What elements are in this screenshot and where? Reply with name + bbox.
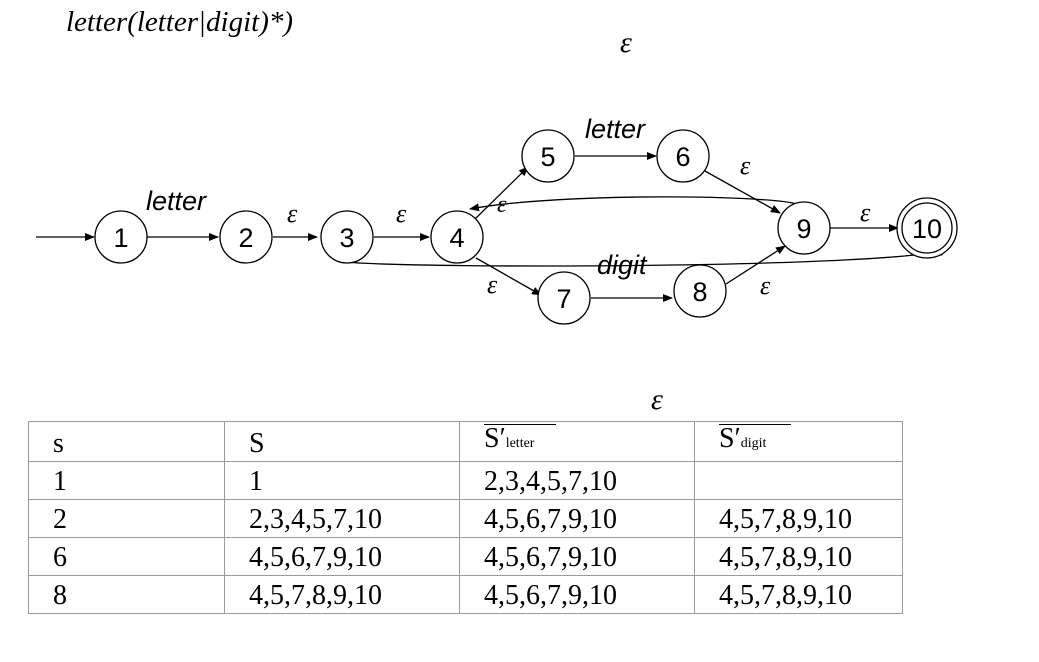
state-3 <box>320 210 374 264</box>
state-label-5: 5 <box>540 142 555 172</box>
cell-s-digit: 4,5,7,8,9,10 <box>694 499 903 538</box>
cell-s-digit: 4,5,7,8,9,10 <box>694 537 903 576</box>
table-row: 1 1 2,3,4,5,7,10 <box>28 461 903 500</box>
nfa-diagram: 1 2 3 4 5 6 7 8 9 10 letter ε ε ε letter… <box>36 114 958 325</box>
regex-text: letter(letter|digit)*) <box>66 6 294 38</box>
label-3-4: ε <box>396 199 407 228</box>
state-1 <box>94 210 148 264</box>
cell-S: 4,5,7,8,9,10 <box>224 575 460 614</box>
header-S: S <box>224 421 460 462</box>
cell-S: 2,3,4,5,7,10 <box>224 499 460 538</box>
state-8 <box>673 264 727 318</box>
state-6 <box>656 129 710 183</box>
label-7-8: digit <box>597 250 648 280</box>
state-label-4: 4 <box>449 223 464 253</box>
label-9-10: ε <box>860 198 871 227</box>
label-4-7: ε <box>487 270 498 299</box>
header-s-letter: S′letter <box>459 421 695 462</box>
label-5-6: letter <box>585 114 646 144</box>
table-row: 6 4,5,6,7,9,10 4,5,6,7,9,10 4,5,7,8,9,10 <box>28 537 903 576</box>
header-s: s <box>28 421 225 462</box>
epsilon-symbol-middle: ε <box>651 383 663 416</box>
cell-s-digit <box>694 461 903 500</box>
cell-S: 1 <box>224 461 460 500</box>
state-label-2: 2 <box>238 223 253 253</box>
edge-9-4 <box>469 196 801 212</box>
edge-8-9 <box>725 245 786 285</box>
state-label-1: 1 <box>113 223 128 253</box>
header-s-digit: S′digit <box>694 421 903 462</box>
state-2 <box>219 210 273 264</box>
cell-s-digit: 4,5,7,8,9,10 <box>694 575 903 614</box>
edge-4-7 <box>475 257 542 296</box>
state-label-6: 6 <box>675 142 690 172</box>
edge-6-9 <box>704 170 781 214</box>
cell-s-letter: 4,5,6,7,9,10 <box>459 499 695 538</box>
cell-s-letter: 4,5,6,7,9,10 <box>459 575 695 614</box>
table-header-row: s S S′letter S′digit <box>28 421 903 462</box>
label-6-9: ε <box>740 151 751 180</box>
state-label-9: 9 <box>796 214 811 244</box>
edge-3-10 <box>345 248 949 267</box>
label-1-2: letter <box>146 186 207 216</box>
label-2-3: ε <box>287 199 298 228</box>
cell-s: 8 <box>28 575 225 614</box>
state-9 <box>777 201 831 255</box>
dfa-table: s S S′letter S′digit 1 1 2,3,4,5,7,10 2 … <box>28 421 903 614</box>
cell-s-letter: 4,5,6,7,9,10 <box>459 537 695 576</box>
label-8-9: ε <box>760 271 771 300</box>
cell-s: 1 <box>28 461 225 500</box>
epsilon-symbol-top: ε <box>620 26 632 59</box>
state-4 <box>430 210 484 264</box>
state-10-inner <box>901 202 953 254</box>
cell-s-letter: 2,3,4,5,7,10 <box>459 461 695 500</box>
table-row: 2 2,3,4,5,7,10 4,5,6,7,9,10 4,5,7,8,9,10 <box>28 499 903 538</box>
state-7 <box>537 271 591 325</box>
state-label-7: 7 <box>556 284 571 314</box>
table-row: 8 4,5,7,8,9,10 4,5,6,7,9,10 4,5,7,8,9,10 <box>28 575 903 614</box>
state-label-3: 3 <box>339 223 354 253</box>
cell-s: 2 <box>28 499 225 538</box>
label-4-5: ε <box>497 192 507 218</box>
state-label-8: 8 <box>692 277 707 307</box>
cell-S: 4,5,6,7,9,10 <box>224 537 460 576</box>
cell-s: 6 <box>28 537 225 576</box>
state-label-10: 10 <box>912 214 942 244</box>
state-5 <box>521 129 575 183</box>
edge-4-5 <box>474 166 529 220</box>
